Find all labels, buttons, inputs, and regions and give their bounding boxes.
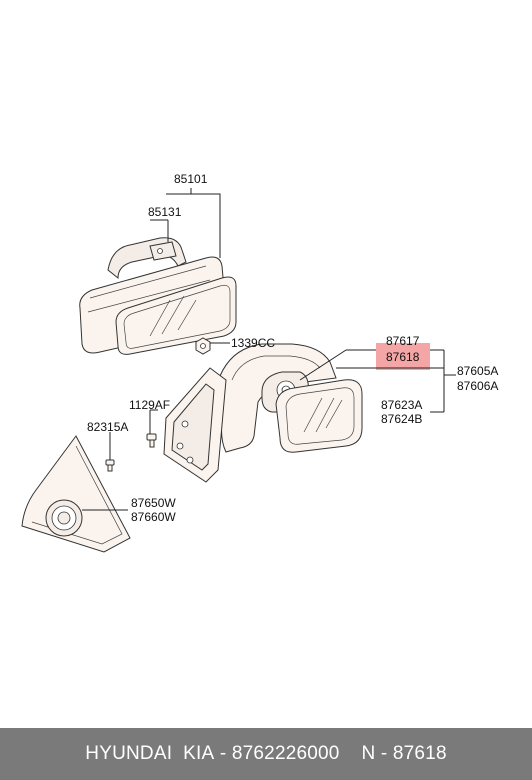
outside-mirror-housing: [219, 343, 363, 453]
label-87623a: 87623A: [381, 398, 422, 412]
label-87618: 87618: [386, 350, 420, 364]
label-82315a: 82315A: [87, 420, 128, 434]
highlight-87618: [376, 343, 430, 370]
label-85131: 85131: [148, 205, 182, 219]
screw-1129af: [146, 409, 158, 448]
label-1129af: 1129AF: [129, 398, 170, 412]
mirror-mount-plate: [163, 367, 227, 483]
parts-diagram: 85101 85131 1339CC 87617 87618 87605A 87…: [21, 172, 498, 553]
nut-1339cc: [195, 337, 230, 355]
label-87660w: 87660W: [131, 510, 176, 524]
label-85101: 85101: [174, 172, 208, 186]
label-87606a: 87606A: [457, 379, 498, 393]
interior-mirror: [79, 237, 237, 355]
footer-separator-ref: N -: [339, 743, 393, 764]
label-1339cc: 1339CC: [231, 336, 275, 350]
part-footer-bar: HYUNDAI KIA - 8762226000 N - 87618: [0, 728, 532, 780]
screw-82315a: [105, 432, 115, 472]
footer-separator: -: [214, 743, 232, 764]
footer-ref-number: 87618: [392, 743, 447, 764]
label-87624b: 87624B: [381, 412, 422, 426]
footer-part-number: 8762226000: [231, 743, 340, 764]
label-87617: 87617: [386, 334, 420, 348]
label-87650w: 87650W: [131, 496, 176, 510]
footer-brand: HYUNDAI KIA: [85, 743, 215, 764]
label-87605a: 87605A: [457, 364, 498, 378]
corner-garnish: [21, 435, 131, 553]
